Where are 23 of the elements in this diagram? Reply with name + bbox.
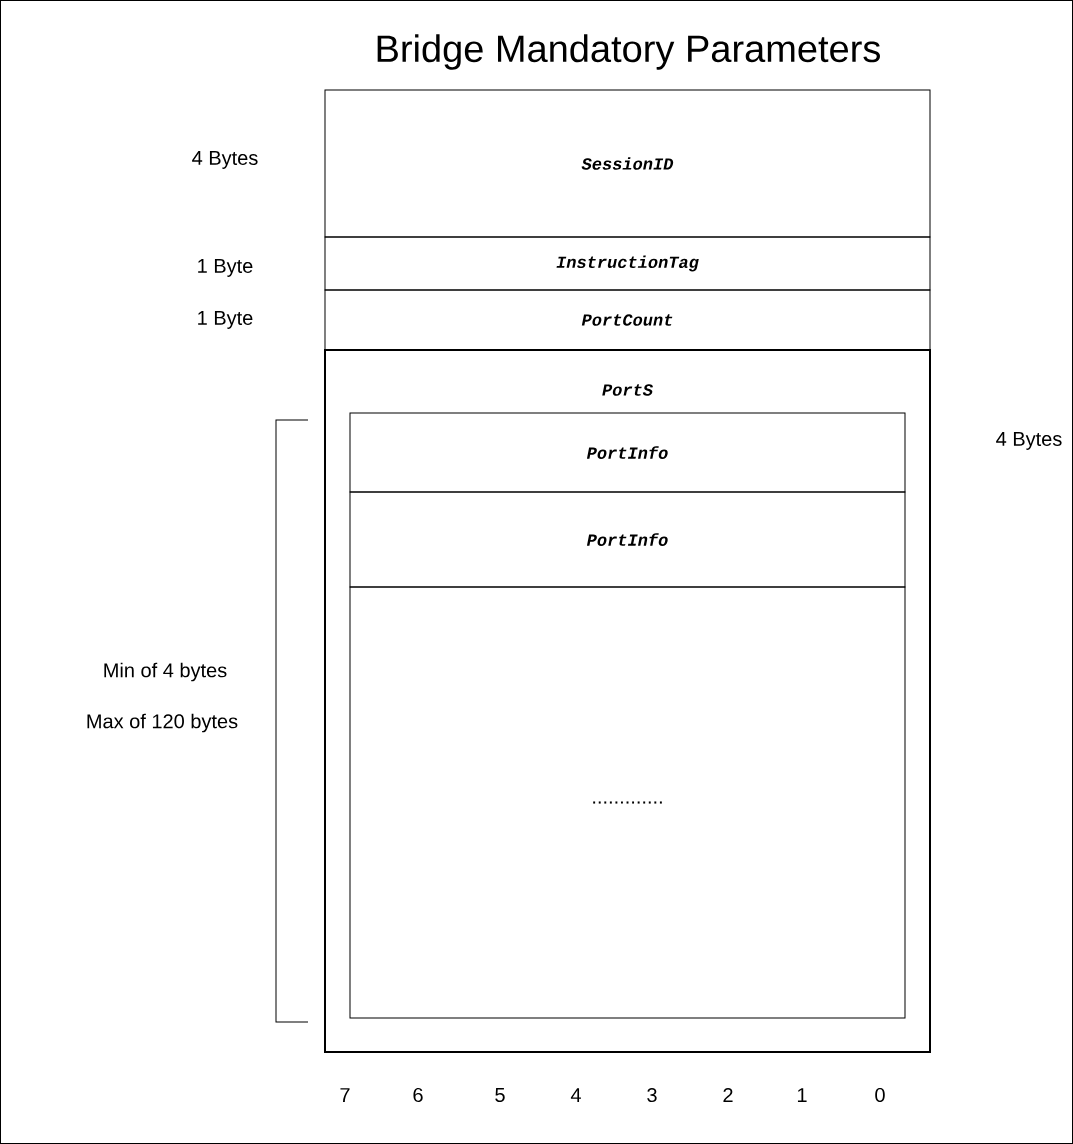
- bit-number: 2: [723, 1088, 733, 1102]
- size-note: 4 Bytes: [996, 432, 1062, 450]
- bit-number: 5: [495, 1088, 505, 1102]
- field-row: PortCount: [324, 289, 931, 351]
- field-row: SessionID: [324, 89, 931, 238]
- size-label: 4 Bytes: [192, 151, 258, 169]
- bit-number: 6: [413, 1087, 423, 1103]
- size-label: 1 Byte: [198, 259, 253, 277]
- field-row: InstructionTag: [324, 236, 931, 291]
- bit-number: 0: [875, 1087, 885, 1103]
- bit-number: 7: [340, 1088, 350, 1102]
- node-label: PortS: [602, 384, 653, 396]
- size-note: Min of 4 bytes: [104, 662, 227, 682]
- size-note: Max of 120 bytes: [87, 713, 238, 733]
- size-label: 1 Byte: [198, 311, 253, 329]
- bit-number: 3: [647, 1087, 657, 1103]
- field-row: PortInfo: [349, 491, 906, 588]
- field-row: .............: [349, 586, 906, 1019]
- field-row: PortInfo: [349, 412, 906, 493]
- title: Bridge Mandatory Parameters: [377, 34, 880, 70]
- packet-section: [324, 349, 931, 1053]
- bit-number: 4: [570, 1088, 581, 1102]
- bit-number: 1: [797, 1088, 807, 1102]
